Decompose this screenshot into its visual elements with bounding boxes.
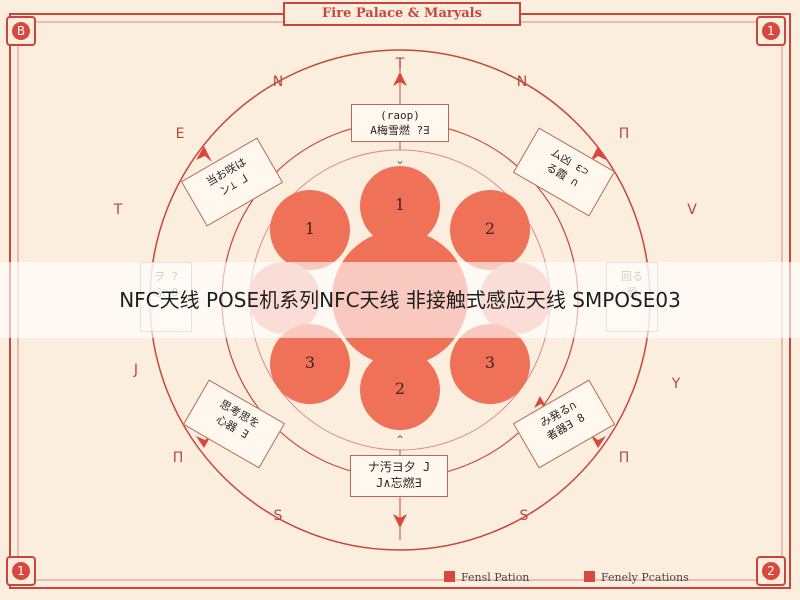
compass-mark: Π <box>618 450 630 466</box>
caption-band <box>0 262 800 338</box>
palace-circle-upper-left <box>270 190 350 270</box>
corner-badge-top-left: B <box>6 16 36 46</box>
badge-label: 2 <box>762 562 780 580</box>
compass-mark: V <box>687 202 697 218</box>
flame-icon <box>590 146 606 162</box>
circle-number: 2 <box>484 219 496 238</box>
compass-mark: T <box>113 202 123 218</box>
palace-circle-bottom <box>360 350 440 430</box>
flame-icon <box>393 72 407 86</box>
compass-mark: S <box>273 508 283 524</box>
flame-icon <box>393 514 407 528</box>
compass-mark: Y <box>671 376 681 392</box>
legend-item: Fensl Pation <box>444 571 529 584</box>
circle-number: 3 <box>304 353 316 372</box>
chevron-down-icon: ⌄ <box>395 153 405 167</box>
card-line: (raop) <box>380 109 420 122</box>
compass-mark: T <box>395 56 405 72</box>
legend-label: Fenely Pcations <box>601 571 689 584</box>
compass-mark: N <box>272 74 284 90</box>
compass-mark: Π <box>172 450 184 466</box>
flame-icon <box>590 434 606 448</box>
compass-mark: E <box>175 126 185 142</box>
card-line: J∧忘燃∃ <box>376 476 422 490</box>
flame-icon <box>196 146 212 162</box>
circle-number: 3 <box>484 353 496 372</box>
legend-swatch-icon <box>444 571 455 582</box>
palace-circle-lower-right <box>450 324 530 404</box>
badge-label: 1 <box>762 22 780 40</box>
palace-circle-lower-left <box>270 324 350 404</box>
card-line: ナ汚ヨ夕 J <box>367 460 431 474</box>
title-banner: Fire Palace & Maryals <box>283 2 521 26</box>
legend-swatch-icon <box>584 571 595 582</box>
circle-number: 1 <box>304 219 316 238</box>
corner-badge-bottom-left: 1 <box>6 556 36 586</box>
compass-mark: Π <box>618 126 630 142</box>
card-line: A梅雪燃 ?∃ <box>370 124 430 137</box>
corner-badge-top-right: 1 <box>756 16 786 46</box>
card-top: (raop) A梅雪燃 ?∃ <box>351 104 449 142</box>
overlay-caption: NFC天线 POSE机系列NFC天线 非接触式感应天线 SMPOSE03 <box>119 288 681 312</box>
compass-mark: N <box>516 74 528 90</box>
badge-label: 1 <box>12 562 30 580</box>
card-bottom: ナ汚ヨ夕 J J∧忘燃∃ <box>350 455 448 497</box>
legend-label: Fensl Pation <box>461 571 530 584</box>
palace-circle-upper-right <box>450 190 530 270</box>
corner-badge-bottom-right: 2 <box>756 556 786 586</box>
legend-item: Fenely Pcations <box>584 571 689 584</box>
badge-label: B <box>12 22 30 40</box>
compass-mark: J <box>133 362 139 378</box>
circle-number: 1 <box>394 195 406 214</box>
chevron-up-icon: ⌃ <box>395 433 405 447</box>
compass-mark: S <box>519 508 529 524</box>
page-title: Fire Palace & Maryals <box>322 6 482 21</box>
palace-circle-top <box>360 166 440 246</box>
circle-number: 2 <box>394 379 406 398</box>
